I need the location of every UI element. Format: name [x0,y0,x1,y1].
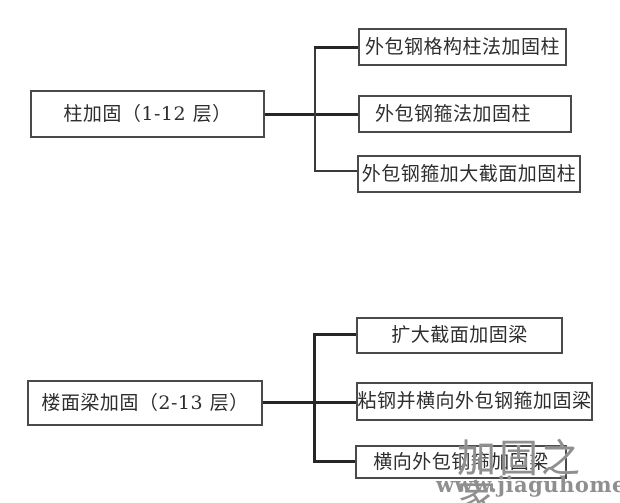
group1-branch-line-3 [314,170,357,172]
group2-branch-line-1 [313,333,356,336]
group2-child-node-1: 扩大截面加固梁 [356,317,563,354]
group1-child-node-1: 外包钢格构柱法加固柱 [358,28,567,66]
group2-trunk-line [313,333,316,463]
group2-child-node-2: 粘钢并横向外包钢箍加固梁 [356,382,593,421]
group1-child-node-3: 外包钢箍加大截面加固柱 [357,155,581,193]
watermark-url-text: www.jiaguhome.com [436,472,620,497]
group2-main-connector-line [263,401,356,404]
watermark-logo-text: 加固之家 [457,437,584,503]
group2-parent-node: 楼面梁加固（2-13 层） [27,380,263,426]
group1-trunk-line [314,46,316,172]
group2-branch-line-3 [313,460,355,463]
group1-parent-node: 柱加固（1-12 层） [30,90,265,138]
group2-child-node-3: 横向外包钢箍加固梁 [355,445,567,479]
group1-main-connector-line [265,113,358,116]
group1-branch-line-1 [314,46,358,49]
group1-child-node-2: 外包钢箍法加固柱 [358,95,572,133]
